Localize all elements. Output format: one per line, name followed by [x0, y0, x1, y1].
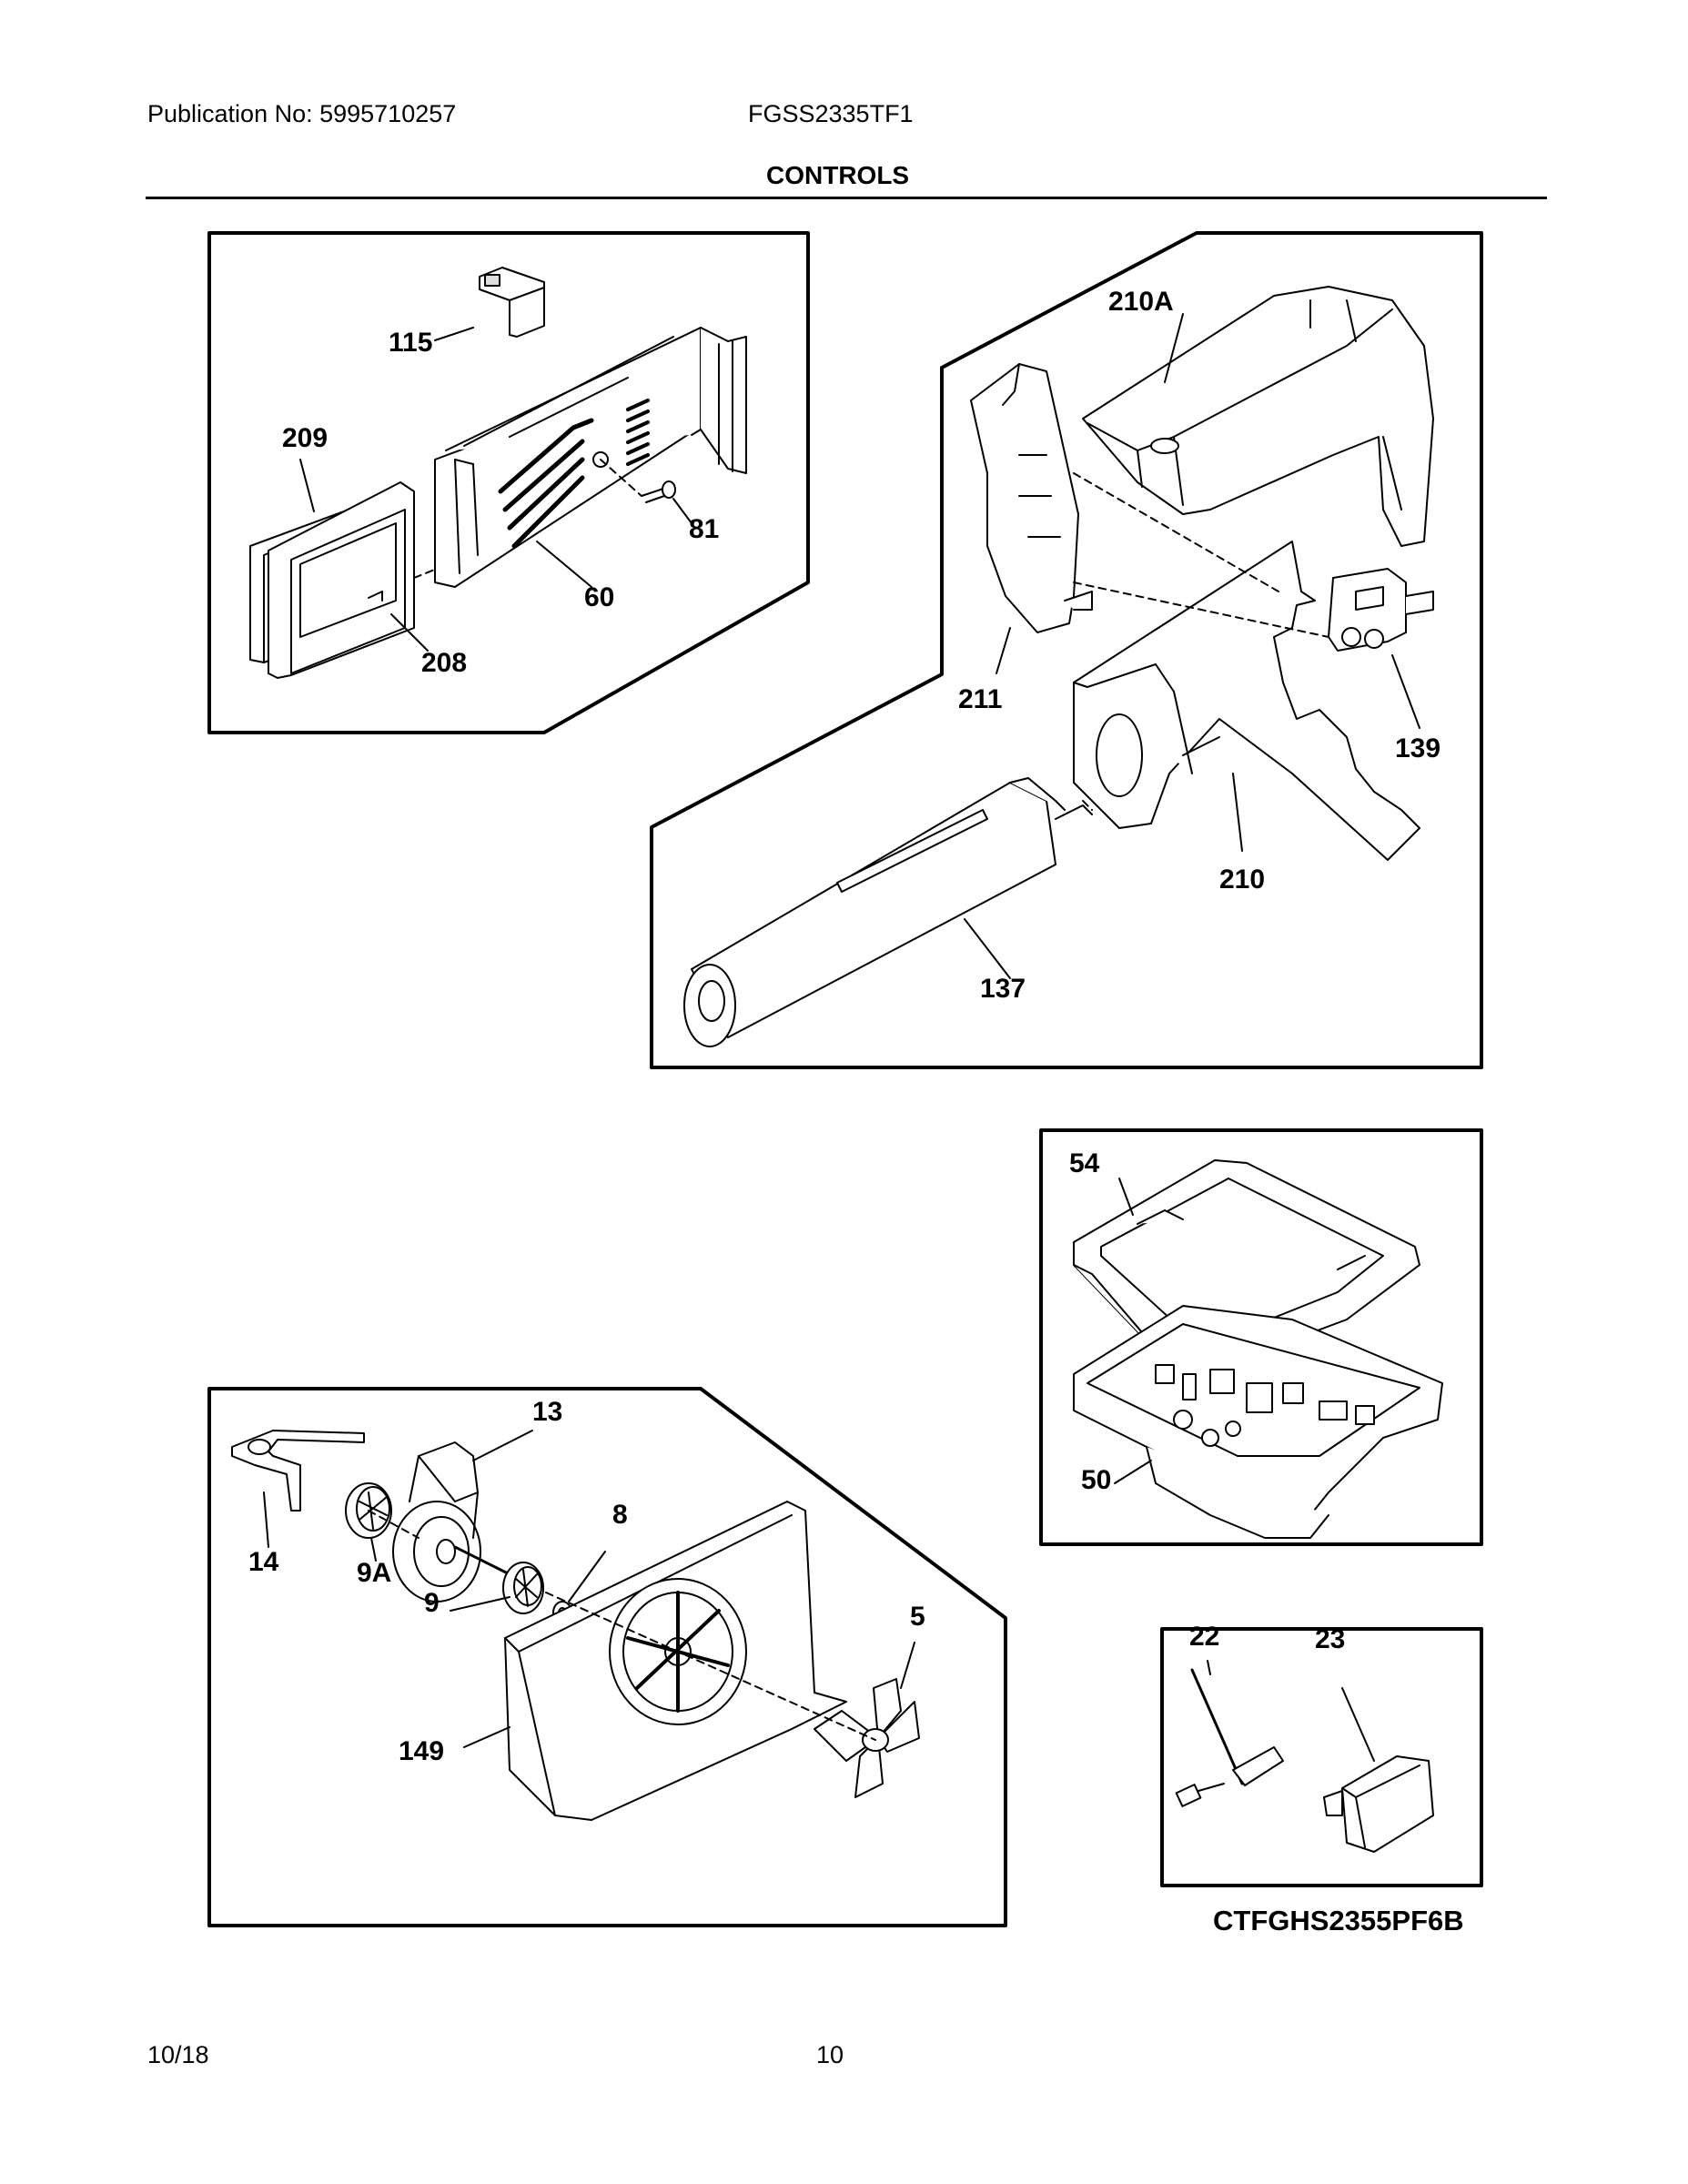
leader-211	[996, 627, 1011, 674]
label-8: 8	[612, 1500, 628, 1530]
part-14-bracket	[231, 1430, 365, 1512]
label-139: 139	[1395, 733, 1441, 763]
publication-number: Publication No: 5995710257	[147, 100, 457, 127]
part-9-wheel	[502, 1562, 544, 1614]
label-50: 50	[1081, 1465, 1112, 1495]
part-137-filter	[683, 777, 1093, 1047]
part-50-board	[1073, 1305, 1443, 1539]
label-210: 210	[1219, 864, 1266, 895]
part-139-valve	[1328, 568, 1434, 652]
leader-5	[900, 1642, 915, 1689]
dash-1	[413, 459, 642, 579]
leader-139	[1391, 654, 1420, 729]
label-22: 22	[1189, 1622, 1220, 1652]
page-title: CONTROLS	[766, 161, 910, 189]
leader-8	[568, 1551, 606, 1603]
part-115-connector	[479, 267, 545, 338]
leader-14	[263, 1491, 269, 1548]
leader-115	[434, 327, 474, 341]
label-149: 149	[399, 1736, 445, 1766]
leader-209	[299, 459, 315, 512]
header-rule	[146, 197, 1547, 199]
dash-2	[1073, 472, 1329, 811]
part-210-housing	[1073, 541, 1420, 861]
label-81: 81	[689, 514, 720, 544]
panel-control-board-frame	[207, 231, 810, 734]
leader-50	[1114, 1460, 1152, 1484]
panel-water-filter-frame	[650, 231, 1483, 1069]
label-9A: 9A	[357, 1558, 392, 1588]
label-23: 23	[1315, 1624, 1346, 1654]
leader-9A	[370, 1537, 377, 1562]
leader-9	[450, 1596, 510, 1612]
part-13-motor	[392, 1441, 511, 1603]
label-208: 208	[421, 648, 468, 678]
label-210A: 210A	[1108, 287, 1174, 317]
part-211-bracket	[970, 363, 1093, 633]
label-137: 137	[980, 974, 1026, 1004]
label-211: 211	[958, 684, 1003, 714]
leader-23	[1341, 1687, 1375, 1762]
diagram-code: CTFGHS2355PF6B	[1213, 1905, 1464, 1936]
leader-210A	[1164, 313, 1184, 383]
model-number: FGSS2335TF1	[748, 100, 914, 127]
label-13: 13	[532, 1397, 563, 1427]
leader-208	[390, 613, 429, 652]
part-23-cover	[1323, 1755, 1434, 1853]
footer-date: 10/18	[147, 2041, 209, 2068]
part-149-shroud	[504, 1501, 847, 1821]
label-9: 9	[424, 1588, 440, 1618]
label-115: 115	[389, 328, 433, 358]
dash-4	[368, 1510, 876, 1741]
label-54: 54	[1069, 1148, 1100, 1178]
leader-137	[964, 918, 1011, 979]
leader-54	[1118, 1178, 1134, 1216]
leader-22	[1207, 1660, 1211, 1675]
part-60-housing	[434, 327, 747, 588]
leader-13	[472, 1430, 533, 1461]
label-60: 60	[584, 582, 615, 612]
label-209: 209	[282, 423, 329, 453]
panel-sensor-frame	[1160, 1627, 1483, 1887]
panel-fan-assembly-frame	[207, 1387, 1007, 1927]
label-14: 14	[248, 1547, 279, 1577]
leader-60	[536, 541, 592, 588]
part-81-screw	[641, 480, 676, 503]
leader-149	[463, 1726, 510, 1748]
part-208-display	[268, 481, 415, 679]
panel-main-board-frame	[1039, 1128, 1483, 1546]
part-22-sensor	[1175, 1668, 1284, 1807]
leader-210	[1232, 773, 1243, 852]
footer-page-number: 10	[816, 2041, 844, 2068]
leader-81	[672, 498, 692, 524]
label-5: 5	[910, 1602, 925, 1632]
part-210A-cover	[1082, 286, 1434, 547]
